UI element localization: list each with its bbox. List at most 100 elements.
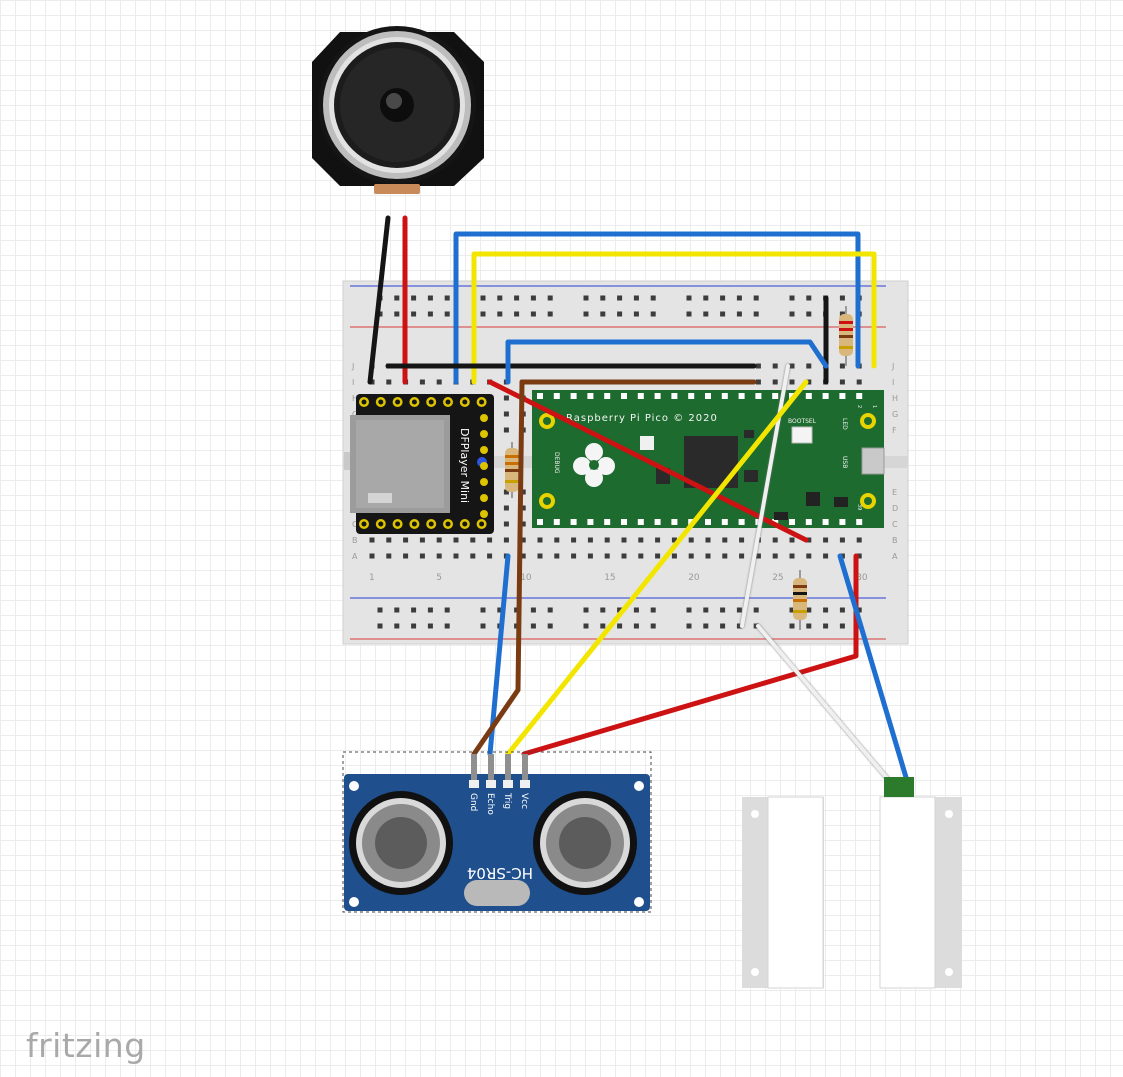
- rail-hole[interactable]: [411, 607, 417, 613]
- breadboard-hole[interactable]: [772, 537, 778, 543]
- breadboard-hole[interactable]: [806, 363, 812, 369]
- rail-hole[interactable]: [600, 311, 606, 317]
- rail-hole[interactable]: [633, 607, 639, 613]
- breadboard-hole[interactable]: [755, 553, 761, 559]
- breadboard-hole[interactable]: [655, 537, 661, 543]
- breadboard-hole[interactable]: [856, 553, 862, 559]
- breadboard-hole[interactable]: [419, 379, 425, 385]
- breadboard-hole[interactable]: [503, 505, 509, 511]
- breadboard-hole[interactable]: [503, 427, 509, 433]
- rail-hole[interactable]: [753, 295, 759, 301]
- rail-hole[interactable]: [480, 311, 486, 317]
- breadboard-hole[interactable]: [520, 489, 526, 495]
- breadboard-hole[interactable]: [571, 553, 577, 559]
- breadboard-hole[interactable]: [789, 553, 795, 559]
- breadboard-hole[interactable]: [705, 553, 711, 559]
- breadboard-hole[interactable]: [554, 553, 560, 559]
- rail-hole[interactable]: [530, 295, 536, 301]
- rail-hole[interactable]: [720, 295, 726, 301]
- breadboard-hole[interactable]: [739, 537, 745, 543]
- breadboard-hole[interactable]: [621, 553, 627, 559]
- rail-hole[interactable]: [394, 311, 400, 317]
- breadboard-hole[interactable]: [655, 553, 661, 559]
- wire-red-to-vcc[interactable]: [521, 553, 859, 757]
- rail-hole[interactable]: [789, 295, 795, 301]
- rail-hole[interactable]: [703, 295, 709, 301]
- breadboard-hole[interactable]: [436, 537, 442, 543]
- breadboard-hole[interactable]: [587, 553, 593, 559]
- breadboard-hole[interactable]: [554, 537, 560, 543]
- rail-hole[interactable]: [411, 623, 417, 629]
- breadboard-hole[interactable]: [621, 537, 627, 543]
- rail-hole[interactable]: [514, 311, 520, 317]
- rail-hole[interactable]: [394, 623, 400, 629]
- hc-sr04-pin[interactable]: [471, 754, 477, 780]
- rail-hole[interactable]: [547, 623, 553, 629]
- rail-hole[interactable]: [839, 295, 845, 301]
- breadboard-hole[interactable]: [789, 537, 795, 543]
- rail-hole[interactable]: [839, 311, 845, 317]
- breadboard-hole[interactable]: [369, 537, 375, 543]
- wire-blue-to-gnd[interactable]: [487, 553, 511, 757]
- rail-hole[interactable]: [720, 311, 726, 317]
- rail-hole[interactable]: [444, 607, 450, 613]
- breadboard-hole[interactable]: [487, 537, 493, 543]
- breadboard-hole[interactable]: [403, 553, 409, 559]
- breadboard-hole[interactable]: [537, 537, 543, 543]
- breadboard-hole[interactable]: [671, 537, 677, 543]
- wire-speaker-black[interactable]: [367, 215, 391, 385]
- rail-hole[interactable]: [497, 311, 503, 317]
- rail-hole[interactable]: [497, 607, 503, 613]
- rail-hole[interactable]: [617, 607, 623, 613]
- rail-hole[interactable]: [547, 295, 553, 301]
- wire-blue-top-loop[interactable]: [453, 231, 861, 385]
- breadboard-hole[interactable]: [755, 379, 761, 385]
- dfplayer-module[interactable]: DFPlayer Mini: [344, 394, 494, 534]
- rail-hole[interactable]: [411, 295, 417, 301]
- breadboard-hole[interactable]: [487, 553, 493, 559]
- rail-hole[interactable]: [823, 607, 829, 613]
- rail-hole[interactable]: [497, 295, 503, 301]
- breadboard-hole[interactable]: [520, 505, 526, 511]
- breadboard-hole[interactable]: [436, 379, 442, 385]
- rail-hole[interactable]: [856, 607, 862, 613]
- rail-hole[interactable]: [394, 295, 400, 301]
- wire-white-to-switch[interactable]: [756, 624, 894, 786]
- resistor-dfplayer[interactable]: [505, 442, 519, 498]
- breadboard-hole[interactable]: [386, 553, 392, 559]
- rail-hole[interactable]: [480, 623, 486, 629]
- rail-hole[interactable]: [789, 311, 795, 317]
- rail-hole[interactable]: [650, 311, 656, 317]
- rail-hole[interactable]: [583, 623, 589, 629]
- rail-hole[interactable]: [480, 607, 486, 613]
- breadboard-hole[interactable]: [789, 379, 795, 385]
- rail-hole[interactable]: [377, 623, 383, 629]
- rail-hole[interactable]: [600, 295, 606, 301]
- breadboard-hole[interactable]: [386, 379, 392, 385]
- breadboard-hole[interactable]: [503, 411, 509, 417]
- breadboard-hole[interactable]: [806, 537, 812, 543]
- breadboard-hole[interactable]: [453, 537, 459, 543]
- breadboard-hole[interactable]: [453, 553, 459, 559]
- breadboard-hole[interactable]: [520, 553, 526, 559]
- rail-hole[interactable]: [427, 295, 433, 301]
- breadboard-hole[interactable]: [772, 363, 778, 369]
- breadboard-hole[interactable]: [772, 379, 778, 385]
- rail-hole[interactable]: [394, 607, 400, 613]
- breadboard-hole[interactable]: [436, 553, 442, 559]
- rail-hole[interactable]: [411, 311, 417, 317]
- wire-brown-to-echo[interactable]: [471, 379, 525, 757]
- breadboard-hole[interactable]: [537, 553, 543, 559]
- breadboard-hole[interactable]: [856, 379, 862, 385]
- breadboard-hole[interactable]: [722, 553, 728, 559]
- rail-hole[interactable]: [753, 311, 759, 317]
- rail-hole[interactable]: [530, 311, 536, 317]
- rail-hole[interactable]: [583, 295, 589, 301]
- rail-hole[interactable]: [377, 311, 383, 317]
- rail-hole[interactable]: [686, 311, 692, 317]
- wire-blue-to-switch[interactable]: [837, 553, 911, 787]
- breadboard-hole[interactable]: [688, 537, 694, 543]
- hc-sr04-pin[interactable]: [505, 754, 511, 780]
- rail-hole[interactable]: [823, 623, 829, 629]
- breadboard-hole[interactable]: [638, 537, 644, 543]
